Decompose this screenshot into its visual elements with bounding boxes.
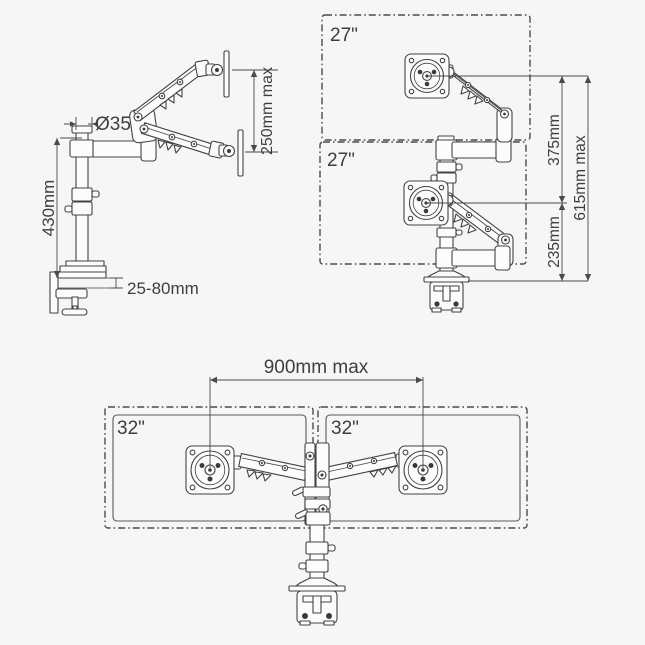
- total-height-label: 615mm max: [572, 135, 589, 221]
- cable-clip-teeth: [453, 213, 477, 234]
- dual-monitors-diagram: 32" 32": [104, 357, 528, 626]
- pole-diameter-label: Ø35: [95, 114, 131, 135]
- cable-clip-teeth: [369, 465, 397, 478]
- upper-gas-spring-arm: [133, 50, 230, 121]
- bottom-monitor-size-label: 27": [327, 150, 355, 171]
- desk-surface: [54, 277, 122, 289]
- top-monitor-size-label: 27": [330, 25, 358, 46]
- base-flare: [427, 270, 466, 278]
- dim-stacked-heights: 375mm 235mm 615mm max: [426, 75, 592, 282]
- pole-assembly: [49, 125, 122, 316]
- cable-clip-teeth: [159, 88, 183, 110]
- max-span-label: 900mm max: [264, 357, 369, 378]
- upper-span-label: 375mm: [546, 114, 563, 166]
- right-monitor-outline: [317, 406, 528, 529]
- dim-desk-thickness: 25-80mm: [110, 277, 199, 298]
- cable-clip-teeth: [246, 469, 272, 482]
- dim-pole-height: 430mm: [39, 137, 82, 278]
- pole-collar: [71, 187, 93, 202]
- arm-collar: [69, 139, 95, 158]
- height-range-label: 250mm max: [259, 67, 276, 155]
- stacked-monitors-diagram: 27" 27": [319, 14, 592, 313]
- bottom-monitor-outline: [319, 141, 527, 265]
- cable-clip-teeth: [460, 85, 484, 105]
- pole-collar: [71, 201, 93, 216]
- cable-clip-teeth: [157, 139, 182, 154]
- dim-max-span: 900mm max: [209, 357, 424, 468]
- left-monitor-size-label: 32": [117, 418, 145, 439]
- monitor-plate: [237, 129, 244, 177]
- right-gas-spring-arm: [324, 452, 398, 481]
- dim-height-range: 250mm max: [232, 67, 278, 155]
- top-monitor-outline: [321, 14, 531, 141]
- stacked-mount-hardware: [403, 53, 514, 313]
- base-flare: [295, 577, 339, 587]
- lower-gas-spring-arm: [140, 122, 244, 177]
- side-view-diagram: Ø35 250mm max 430mm 25-80mm: [39, 50, 278, 316]
- pole-height-label: 430mm: [39, 180, 58, 237]
- clamp-knob: [61, 308, 88, 316]
- right-monitor-size-label: 32": [331, 418, 359, 439]
- dim-pole-diameter: Ø35: [64, 114, 131, 135]
- lower-span-label: 235mm: [546, 216, 563, 268]
- monitor-plate: [223, 50, 230, 98]
- pole-cap: [71, 125, 93, 134]
- dual-mount-hardware: [185, 442, 448, 626]
- desk-thickness-label: 25-80mm: [127, 279, 199, 298]
